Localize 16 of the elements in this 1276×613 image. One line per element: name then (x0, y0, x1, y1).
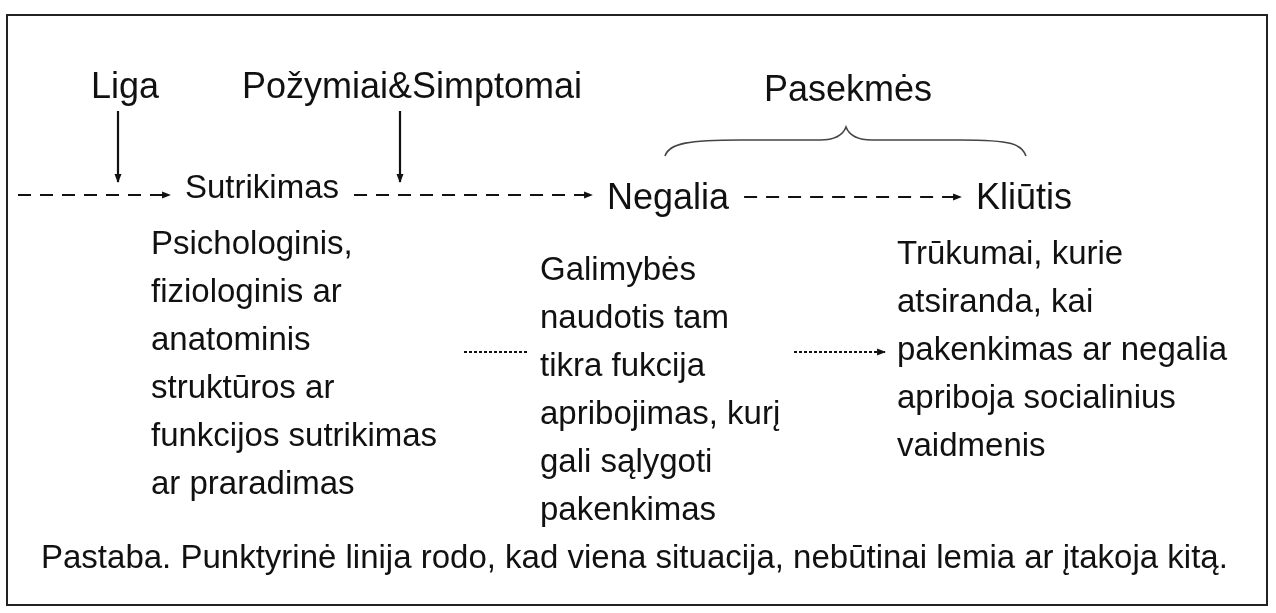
term-label: Liga (91, 64, 160, 107)
arrow (794, 348, 886, 356)
description-text: Psichologinis, fiziologinis ar anatominis struktūros ar funkcijos sutrikimas ar praradimas (151, 223, 439, 503)
term-label: Kliūtis (976, 175, 1073, 218)
arrow (744, 193, 962, 201)
arrow (354, 191, 593, 199)
description-text: Galimybės naudotis tam tikra fukcija apribojimas, kurį gali sąlygoti pakenkimas (540, 249, 782, 529)
term-label: Negalia (607, 175, 730, 218)
term-label: Požymiai&Simptomai (242, 64, 583, 107)
arrow (396, 111, 404, 183)
note-caption: Pastaba. Punktyrinė linija rodo, kad viena situacija, nebūtinai lemia ar įtakoja kitą. (41, 537, 1228, 577)
arrow (18, 191, 171, 199)
arrow (114, 111, 122, 183)
description-text: Trūkumai, kurie atsiranda, kai pakenkimas ar negalia apriboja socialinius vaidmenis (897, 233, 1229, 465)
term-label: Sutrikimas (185, 167, 340, 207)
term-label: Pasekmės (764, 67, 933, 110)
